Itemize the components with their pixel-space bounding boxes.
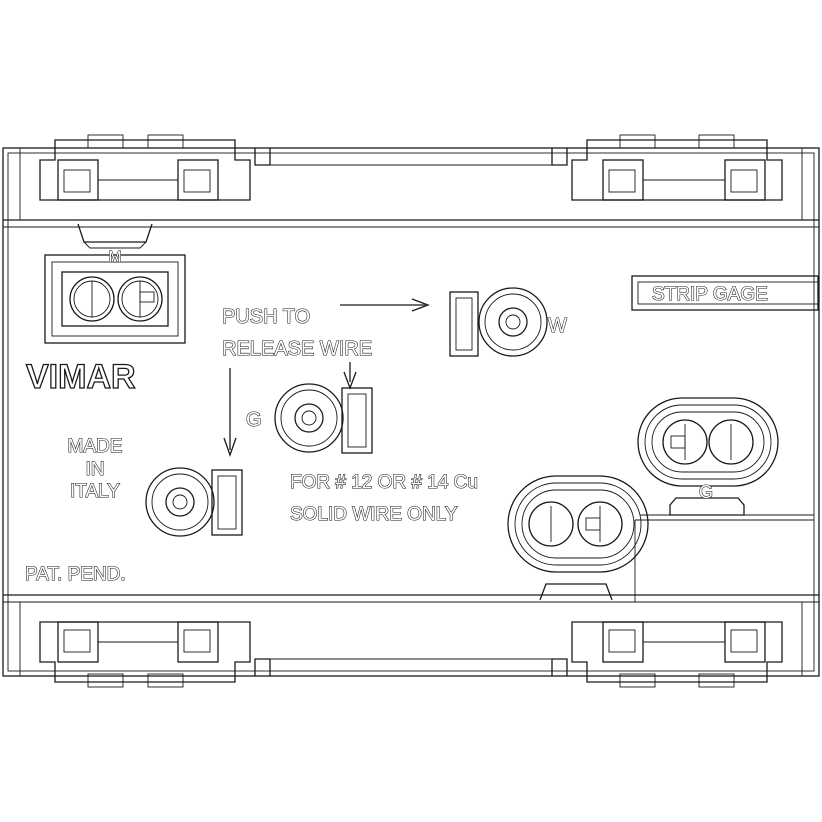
left-socket [44,254,186,344]
terminal-w [449,287,548,357]
made-label-3: ITALY [70,481,120,502]
outer-body [2,147,820,677]
terminal-w-label: W [548,315,567,337]
push-arrow-right [340,298,430,312]
strip-gage-box [631,275,819,311]
pat-pend-label: PAT. PEND. [25,564,126,585]
terminal-lower-left [145,467,243,537]
spec-label-1: FOR # 12 OR # 14 Cu [290,472,478,493]
push-arrow-down-left [223,368,237,457]
clip-bottom-left [39,621,251,688]
push-label-1: PUSH TO [222,306,310,328]
clip-top-left [39,134,251,201]
top-m-label: M [108,249,121,266]
terminal-g-label: G [246,409,262,431]
terminal-g-right-label: G [699,482,713,502]
oval-connector-lower [507,475,649,601]
clip-bottom-right [571,621,783,688]
push-arrow-down-small [343,362,357,390]
made-label-1: MADE [68,436,123,457]
strip-gage-label: STRIP GAGE [652,284,768,305]
terminal-g-center [274,383,373,454]
push-label-2: RELEASE WIRE [222,338,372,360]
top-tab [77,223,153,249]
made-label-2: IN [86,459,105,480]
clip-top-right [571,134,783,201]
spec-label-2: SOLID WIRE ONLY [290,504,458,525]
oval-connector-upper [637,397,779,516]
brand-logo: VIMAR [26,358,136,396]
